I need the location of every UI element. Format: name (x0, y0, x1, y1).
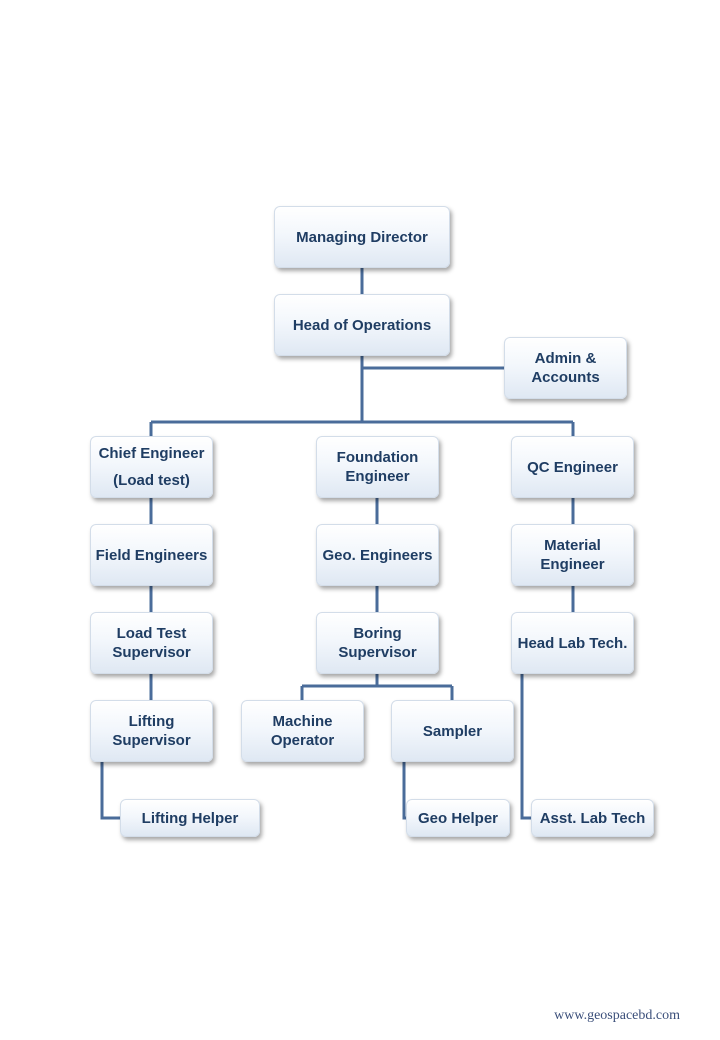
node-lifting-supervisor: Lifting Supervisor (90, 700, 213, 762)
node-label: Machine Operator (270, 713, 335, 749)
node-sampler: Sampler (391, 700, 514, 762)
node-managing-director: Managing Director (274, 206, 450, 268)
node-label: Field Engineers (95, 546, 208, 564)
node-label: Foundation Engineer (336, 449, 419, 485)
node-boring-supervisor: Boring Supervisor (316, 612, 439, 674)
node-asst-lab-tech: Asst. Lab Tech (531, 799, 654, 837)
node-head-of-operations: Head of Operations (274, 294, 450, 356)
node-label: Geo. Engineers (322, 546, 433, 564)
node-admin-accounts: Admin & Accounts (504, 337, 627, 399)
website-footer: www.geospacebd.com (554, 1008, 680, 1023)
node-geo-engineers: Geo. Engineers (316, 524, 439, 586)
node-geo-helper: Geo Helper (406, 799, 510, 837)
node-qc-engineer: QC Engineer (511, 436, 634, 498)
node-label: Sampler (422, 722, 483, 740)
node-label: Admin & Accounts (531, 350, 600, 386)
node-label: Chief Engineer (Load test) (98, 445, 205, 489)
node-label: Geo Helper (417, 809, 499, 827)
node-chief-engineer: Chief Engineer (Load test) (90, 436, 213, 498)
connector-boring-split (300, 674, 454, 700)
node-head-lab-tech: Head Lab Tech. (511, 612, 634, 674)
node-label: Material Engineer (540, 537, 605, 573)
node-label: QC Engineer (527, 458, 618, 476)
connector-headlab-asst (520, 674, 531, 820)
node-lifting-helper: Lifting Helper (120, 799, 260, 837)
node-material-engineer: Material Engineer (511, 524, 634, 586)
node-foundation-engineer: Foundation Engineer (316, 436, 439, 498)
node-label: Asst. Lab Tech (539, 809, 646, 827)
connector-sampler-geohelper (402, 762, 406, 820)
node-label: Lifting Supervisor (112, 713, 191, 749)
node-field-engineers: Field Engineers (90, 524, 213, 586)
node-load-test-supervisor: Load Test Supervisor (90, 612, 213, 674)
node-label: Head Lab Tech. (517, 634, 628, 652)
node-label: Lifting Helper (141, 809, 239, 827)
node-label: Boring Supervisor (338, 625, 417, 661)
node-machine-operator: Machine Operator (241, 700, 364, 762)
node-label: Load Test Supervisor (112, 625, 191, 661)
node-label: Head of Operations (292, 316, 432, 334)
connector-lifting-helper (100, 762, 120, 820)
node-label: Managing Director (296, 228, 428, 246)
